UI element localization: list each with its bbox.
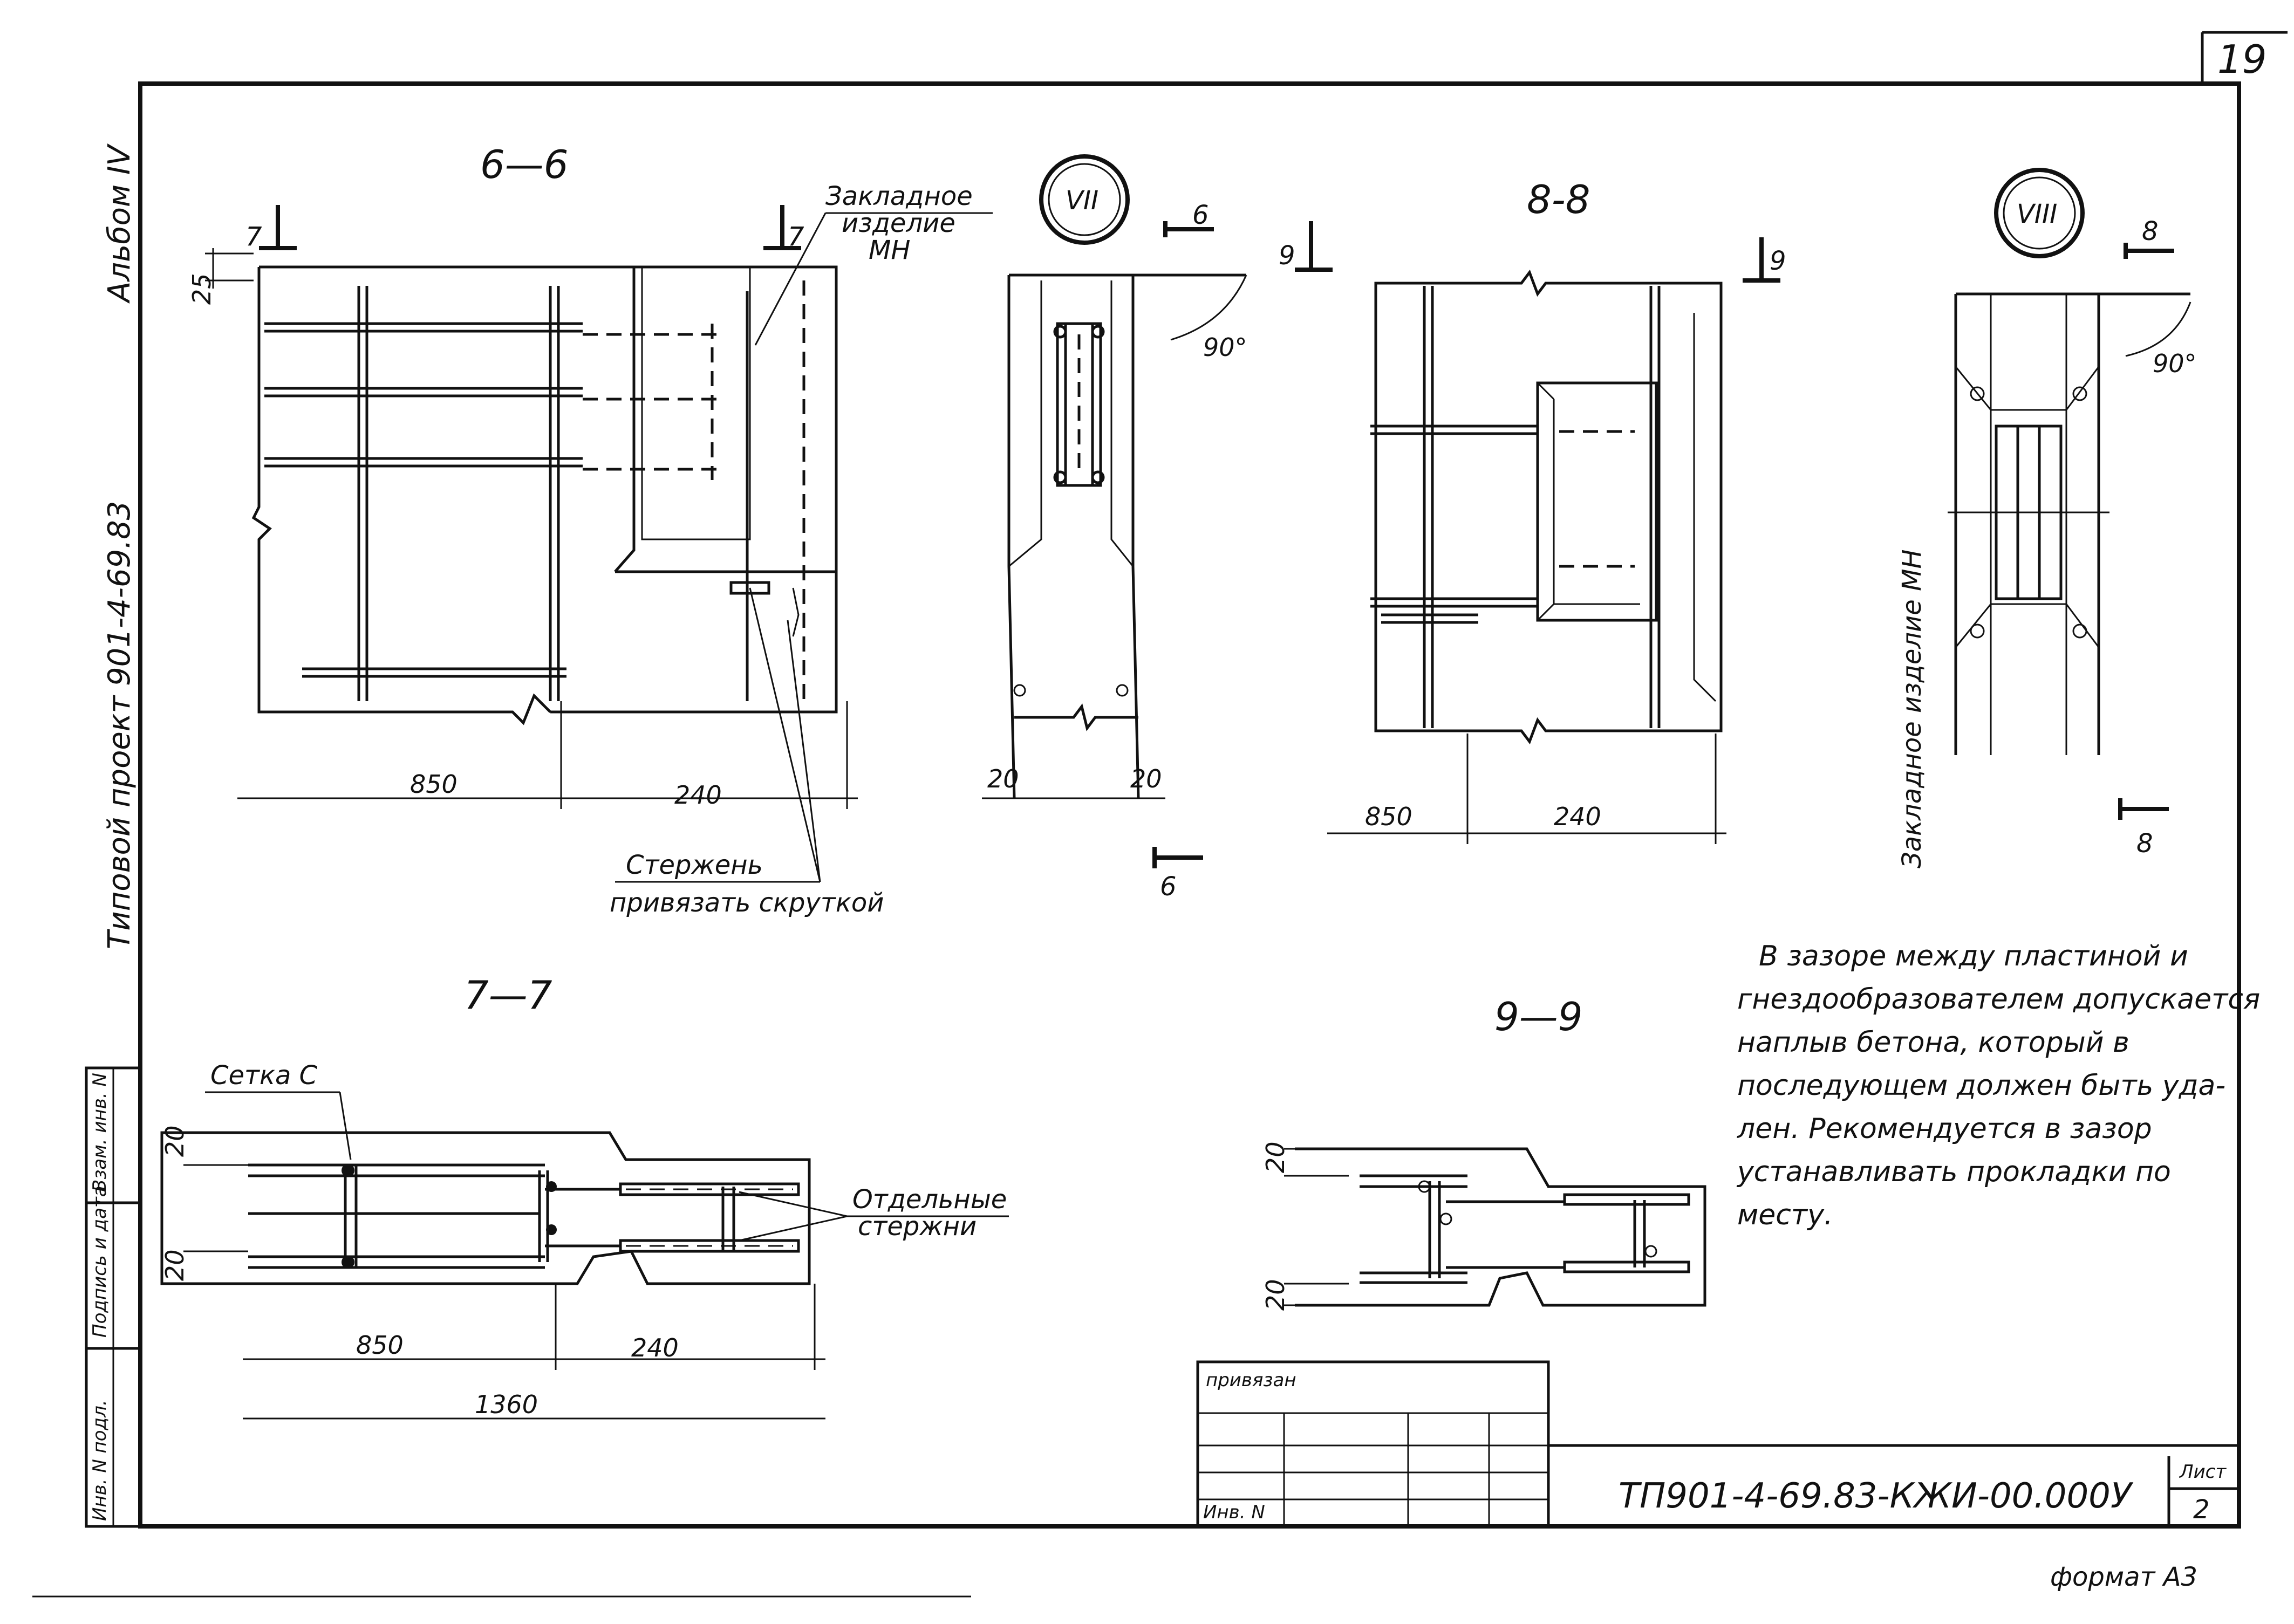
note-line-2: гнездообразователем допускается [1737,983,2260,1016]
album-title: Альбом IV [102,143,137,304]
left-stamp [85,1066,142,1528]
node-viii-cut-bottom: 8 [2136,828,2153,859]
sheet-label: Лист [2179,1461,2227,1483]
node-viii-cut-top: 8 [2142,216,2159,246]
dim-6-6-25: 25 [187,273,216,305]
section-8-8: 8-8 9 9 850 240 [1279,177,1786,844]
node-vii-cut-bottom: 6 [1160,872,1177,902]
node-vii-dim-left: 20 [987,764,1019,793]
inv-label: Инв. N [1203,1502,1265,1523]
node-viii-label: VIII [2017,199,2057,229]
dim-6-6-850: 850 [410,770,458,799]
dim-8-8-240: 240 [1554,802,1601,831]
sheet-frame [32,31,2288,1598]
cut-mark-9-right: 9 [1770,246,1786,276]
section-6-6: 6—6 7 7 [187,142,993,918]
note-line-7: месту. [1737,1199,1833,1231]
general-note: В зазоре между пластиной и гнездообразов… [1736,940,2260,1231]
rod-callout: Стержень [626,850,763,880]
embed-callout-line3: МН [869,235,911,265]
cut-mark-7-left: 7 [245,222,262,252]
section-8-8-title: 8-8 [1527,177,1590,222]
stamp-signature-date: Подпись и дата [89,1186,111,1338]
dim-6-6-240: 240 [674,780,722,810]
node-vii-angle: 90° [1203,333,1247,362]
section-9-9: 9—9 20 20 [1261,994,1706,1311]
title-block [1196,1360,2241,1528]
section-7-7-title: 7—7 [464,972,552,1018]
section-7-7: 7—7 Сетка С Отдельные стержни 20 [160,972,1009,1420]
node-vii-dim-right: 20 [1130,764,1162,793]
node-vii-cut-top: 6 [1192,200,1209,230]
section-9-9-title: 9—9 [1494,994,1583,1039]
mesh-label: Сетка С [210,1060,318,1091]
dim-9-9-20-top: 20 [1261,1141,1290,1173]
attached-label: привязан [1206,1369,1296,1391]
note-line-3: наплыв бетона, который в [1737,1026,2129,1059]
note-line-1: В зазоре между пластиной и [1759,940,2188,972]
project-title: Типовой проект 901-4-69.83 [102,501,137,949]
dim-7-7-20-bottom: 20 [160,1249,189,1281]
note-line-4: последующем должен быть уда- [1737,1070,2225,1102]
dim-7-7-1360: 1360 [475,1390,538,1419]
dim-7-7-240: 240 [631,1333,679,1362]
dim-7-7-20-top: 20 [160,1125,189,1157]
format-label: формат А3 [2050,1562,2197,1592]
dim-7-7-850: 850 [356,1331,404,1360]
dim-9-9-20-bottom: 20 [1261,1279,1290,1311]
section-6-6-title: 6—6 [480,142,569,187]
dim-8-8-850: 850 [1365,802,1412,831]
node-viii-embed-label: Закладное изделие МН [1897,549,1927,868]
node-vii-label: VII [1066,186,1098,216]
embed-callout-line1: Закладное [825,181,973,211]
rods-label-line1: Отдельные [852,1184,1007,1215]
stamp-replacement-inv: Взам. инв. N [89,1073,111,1192]
page-number: 19 [2217,37,2267,82]
sheet-number: 2 [2193,1495,2210,1525]
node-viii: VIII 8 8 90° Закладное изделие МН [1897,168,2197,868]
stamp-inv-orig: Инв. N подл. [89,1400,111,1521]
note-line-6: устанавливать прокладки по [1736,1156,2171,1188]
cut-mark-7-right: 7 [788,222,804,252]
drawing-code: ТП901-4-69.83-КЖИ-00.000У [1619,1476,2134,1516]
cut-mark-9-left: 9 [1279,241,1295,271]
rod-callout-note: привязать скруткой [610,888,884,918]
node-vii: VII 6 6 90° 20 20 [982,154,1247,902]
node-viii-angle: 90° [2153,349,2197,378]
note-line-5: лен. Рекомендуется в зазор [1737,1113,2152,1145]
